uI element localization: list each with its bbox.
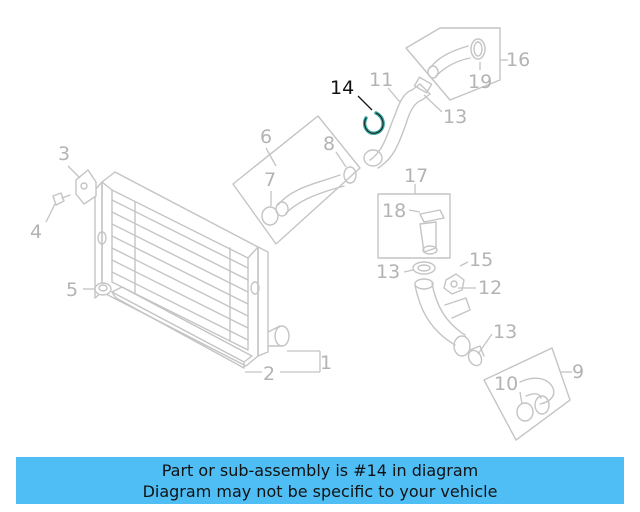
parts-diagram: 1 2 3 4 5 6 7 8 9 10 11 12 13 13 13 14 1… (30, 27, 584, 441)
callout-13-lower: 13 (493, 321, 517, 343)
charge-pipe-11 (363, 83, 431, 169)
banner-line-2: Diagram may not be specific to your vehi… (142, 482, 498, 501)
callout-7: 7 (264, 169, 276, 191)
callout-5: 5 (66, 279, 78, 301)
callout-12: 12 (478, 277, 502, 299)
callout-15: 15 (469, 249, 493, 271)
fitting-18 (419, 209, 445, 255)
callout-18: 18 (382, 200, 406, 222)
charge-pipe-12 (414, 278, 471, 357)
callout-16: 16 (506, 49, 530, 71)
banner-line-1: Part or sub-assembly is #14 in diagram (161, 461, 479, 480)
mount-bracket (75, 169, 97, 205)
callout-10: 10 (494, 373, 518, 395)
info-banner: Part or sub-assembly is #14 in diagram D… (16, 457, 624, 504)
callout-labels: 1 2 3 4 5 6 7 8 9 10 11 12 13 13 13 14 1… (30, 49, 584, 395)
callout-17: 17 (404, 165, 428, 187)
callout-11: 11 (369, 69, 393, 91)
intercooler (94, 171, 290, 369)
callout-14: 14 (330, 77, 354, 99)
callout-6: 6 (260, 126, 272, 148)
group-box-16 (405, 27, 501, 101)
hose-9 (516, 377, 555, 422)
sensor-15 (443, 273, 465, 295)
group-box-9 (483, 347, 571, 441)
callout-2: 2 (263, 363, 275, 385)
intercooler-fins (111, 199, 249, 342)
bolt (52, 192, 71, 206)
clip-part-14 (362, 111, 385, 135)
callout-19: 19 (468, 71, 492, 93)
clamp-13-top (413, 76, 433, 94)
callout-8: 8 (323, 133, 335, 155)
clamp-13-middle (412, 261, 436, 275)
group-box-6 (232, 115, 361, 245)
callout-1: 1 (320, 352, 332, 374)
callout-3: 3 (58, 143, 70, 165)
leader-lines (45, 59, 572, 405)
callout-13-middle: 13 (376, 261, 400, 283)
callout-13-top: 13 (443, 106, 467, 128)
intake-hose-6 (261, 166, 357, 226)
hose-16 (427, 38, 486, 79)
grommet (94, 282, 112, 296)
clamp-13-lower (467, 345, 485, 367)
lower-strip (111, 286, 253, 363)
group-box-17 (377, 193, 451, 259)
callout-9: 9 (572, 361, 584, 383)
callout-4: 4 (30, 221, 42, 243)
